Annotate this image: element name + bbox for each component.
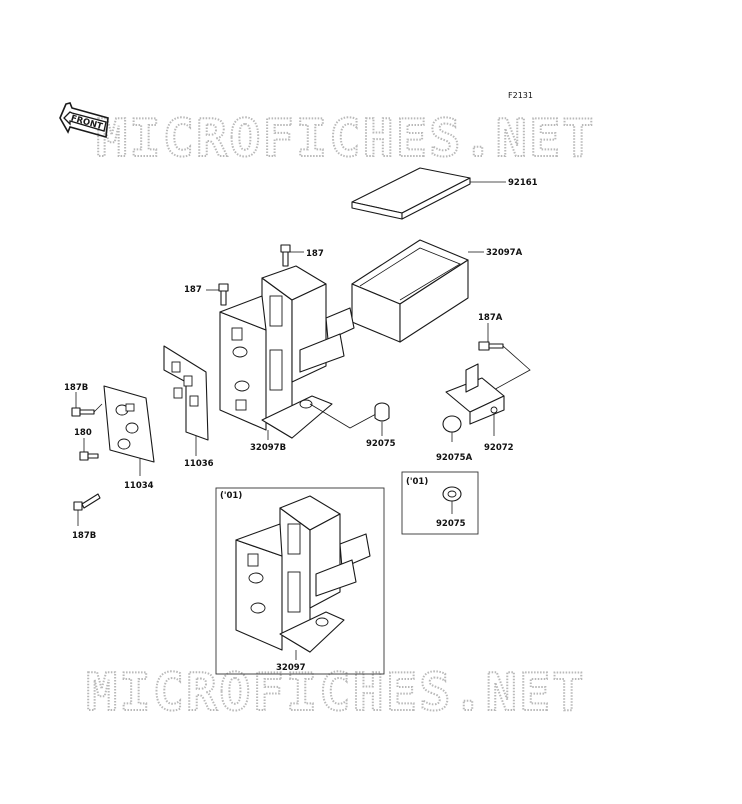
part-11036-plate xyxy=(163,345,209,441)
callout-92075-inset: 92075 xyxy=(436,519,466,529)
callout-32097A: 32097A xyxy=(486,248,523,258)
callout-180: 180 xyxy=(74,428,92,438)
watermark-bottom: MICROFICHES.NET xyxy=(86,663,586,723)
leader-187A-conn xyxy=(489,345,531,393)
callout-187A: 187A xyxy=(478,313,503,323)
callout-32097: 32097 xyxy=(276,663,306,673)
part-92161-pad xyxy=(351,167,471,220)
variant-box-92075 xyxy=(401,471,479,535)
variant-label-32097: ('01) xyxy=(220,491,242,501)
callout-11036: 11036 xyxy=(184,459,214,469)
callout-92075A: 92075A xyxy=(436,453,473,463)
variant-box-32097 xyxy=(215,487,385,675)
variant-label-92075: ('01) xyxy=(406,477,428,487)
callout-92075: 92075 xyxy=(366,439,396,449)
part-11034-plate xyxy=(103,385,155,463)
part-32097B-bracket xyxy=(219,265,355,439)
callout-187-top: 187 xyxy=(306,249,324,259)
leader-187B-conn xyxy=(93,403,103,413)
screw-180-icon xyxy=(79,451,99,461)
part-92072-bracket xyxy=(445,363,505,425)
callout-187-left: 187 xyxy=(184,285,202,295)
callout-11034: 11034 xyxy=(124,481,154,491)
figure-code: F2131 xyxy=(508,91,533,100)
part-32097-bracket xyxy=(235,495,371,653)
callout-92072: 92072 xyxy=(484,443,514,453)
grommet-92075-inset-icon xyxy=(442,486,462,502)
bolt-187B-top-icon xyxy=(71,407,95,417)
part-32097A-tray xyxy=(351,239,469,343)
cap-92075A-icon xyxy=(442,415,462,433)
bolt-187A-icon xyxy=(478,341,504,351)
bolt-187-left-icon xyxy=(218,283,229,306)
bolt-187-top-icon xyxy=(280,244,291,267)
watermark-top: MICROFICHES.NET xyxy=(96,109,596,169)
callout-187B-top: 187B xyxy=(64,383,88,393)
callout-32097B: 32097B xyxy=(250,443,286,453)
grommet-92075-icon xyxy=(374,402,390,422)
bolt-187B-bottom-icon xyxy=(73,493,101,511)
callout-92161: 92161 xyxy=(508,178,538,188)
leader-92075-conn xyxy=(309,403,377,429)
callout-187B-bottom: 187B xyxy=(72,531,96,541)
